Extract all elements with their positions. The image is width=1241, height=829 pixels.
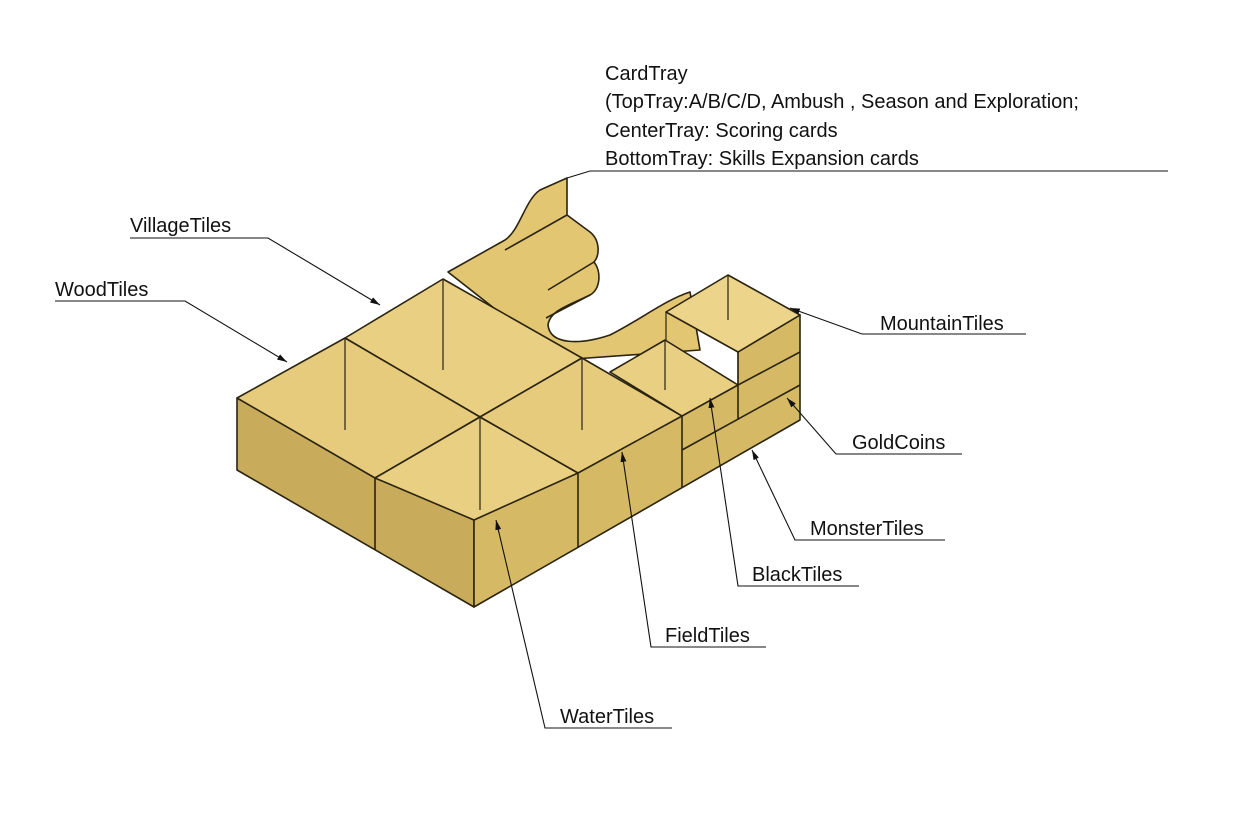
field-leader [620, 451, 766, 648]
village-leader [130, 237, 381, 306]
wood-leader [55, 300, 288, 363]
monster-leader [751, 449, 945, 541]
mountain-compartment [665, 274, 801, 353]
label-gold: GoldCoins [852, 432, 946, 454]
card-tray-title: CardTray [605, 63, 688, 85]
label-water: WaterTiles [560, 706, 655, 728]
label-monster: MonsterTiles [810, 518, 924, 540]
card-tray-leader [566, 170, 1168, 179]
card-tray-line: BottomTray: Skills Expansion cards [605, 148, 919, 170]
mountain-leader [789, 307, 1026, 335]
black-leader [708, 397, 859, 587]
label-mountain: MountainTiles [880, 313, 1004, 335]
label-village: VillageTiles [130, 215, 232, 237]
water-leader [495, 519, 672, 729]
gold-leader [786, 397, 962, 455]
label-field: FieldTiles [665, 625, 750, 647]
label-black: BlackTiles [752, 564, 843, 586]
card-tray-line: (TopTray:A/B/C/D, Ambush , Season and Ex… [605, 91, 1079, 113]
label-wood: WoodTiles [55, 279, 149, 301]
card-tray-line: CenterTray: Scoring cards [605, 120, 838, 142]
